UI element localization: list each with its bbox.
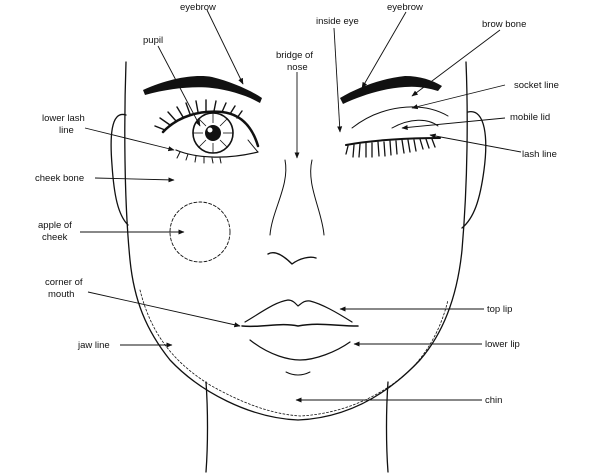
label-jaw-line: jaw line [77,340,110,351]
label-brow-bone: brow bone [482,19,526,30]
label-top-lip: top lip [487,304,512,315]
face-outline [124,61,468,473]
label-inside-eye: inside eye [316,16,359,27]
label-pupil: pupil [143,35,163,46]
label-eyebrow-left: eyebrow [180,2,216,13]
right-eye [345,106,449,158]
label-lower-lip: lower lip [485,339,520,350]
label-bridge-of-nose-2: nose [287,62,308,73]
label-cheek-bone: cheek bone [35,173,84,184]
right-eyebrow-shape [340,76,442,104]
label-socket-line: socket line [514,80,559,91]
label-apple-of-cheek-2: cheek [42,232,68,243]
label-chin: chin [485,395,502,406]
label-corner-of-mouth-1: corner of [45,277,83,288]
label-lash-line: lash line [522,149,557,160]
lips [241,299,359,376]
left-eye [154,99,260,164]
label-eyebrow-right: eyebrow [387,2,423,13]
label-apple-of-cheek-1: apple of [38,220,72,231]
left-eyebrow-shape [143,76,262,103]
nose [267,159,325,265]
apple-of-cheek-circle [169,201,231,263]
label-lower-lash-line-1: lower lash [42,113,85,124]
label-bridge-of-nose-1: bridge of [276,50,313,61]
label-corner-of-mouth-2: mouth [48,289,74,300]
ears [110,111,487,229]
pointer-arrows [80,9,522,403]
jaw-dotted-line [139,289,449,417]
label-mobile-lid: mobile lid [510,112,550,123]
label-lower-lash-line-2: line [59,125,74,136]
